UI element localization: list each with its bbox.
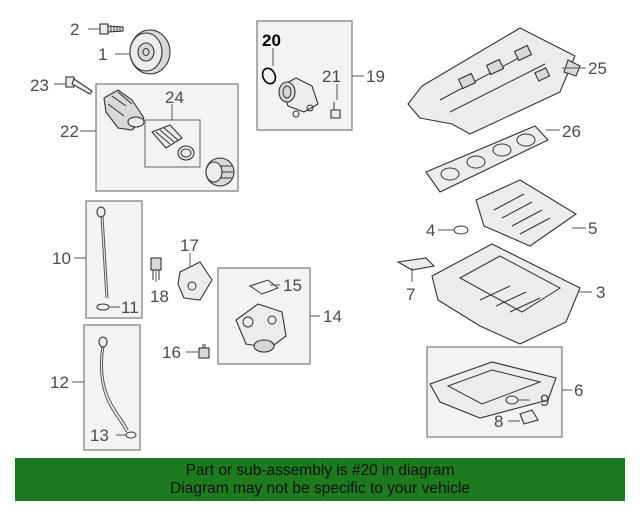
dipstick-part-10 [96,206,109,299]
callout-25: 25 [588,59,607,78]
callout-2: 2 [70,20,79,39]
callout-26: 26 [562,122,581,141]
filter-cap-part [205,157,235,187]
callout-13: 13 [90,426,109,445]
bracket-part-7 [396,257,436,271]
oil-pump-part-14 [235,303,287,353]
bolt-part-2 [99,23,124,35]
callout-16: 16 [162,343,181,362]
oil-pan-upper-part-3 [431,243,581,345]
callout-20: 20 [262,31,281,50]
fitment-banner: Part or sub-assembly is #20 in diagram D… [15,458,625,501]
bracket-part-17 [177,261,213,301]
banner-line-2: Diagram may not be specific to your vehi… [170,480,470,497]
drain-plug-part-8 [519,409,539,425]
callout-3: 3 [596,283,605,302]
baffle-plate-part-5 [475,179,578,247]
callout-4: 4 [426,221,435,240]
water-outlet-part-19 [278,77,319,118]
callout-11: 11 [121,298,139,317]
oil-pan-lower-part-6 [429,361,557,419]
callout-21: 21 [322,67,341,86]
callout-15: 15 [283,276,302,295]
crank-pulley-part-1 [129,29,171,75]
callout-8: 8 [494,412,503,431]
leader-lines [54,28,592,436]
callout-17: 17 [180,236,199,255]
manifold-gasket-part-26 [425,125,549,193]
bolt-part-21 [330,102,341,119]
callout-23: 23 [30,76,49,95]
callout-19: 19 [366,67,385,86]
callout-18: 18 [150,287,169,306]
banner-line-1: Part or sub-assembly is #20 in diagram [185,462,455,479]
group-box-12 [83,324,141,451]
dipstick-tube-part-12 [98,336,129,433]
callout-10: 10 [52,249,71,268]
o-ring-part-4 [453,225,469,235]
callout-1: 1 [98,45,107,64]
gasket-part-15 [248,279,279,295]
callout-22: 22 [60,122,79,141]
callout-6: 6 [574,381,583,400]
callout-5: 5 [588,219,597,238]
oil-filter-part-24 [151,124,195,161]
callout-9: 9 [540,391,549,410]
oil-filter-housing-part-22 [103,89,145,131]
callout-7: 7 [406,285,415,304]
callout-14: 14 [323,307,342,326]
callout-12: 12 [50,373,69,392]
callout-24: 24 [165,88,184,107]
o-ring-part-20 [261,67,277,85]
intake-manifold-part-25 [407,27,581,135]
group-box-10 [85,200,143,319]
gasket-part-9 [505,395,519,405]
bolt-part-16 [198,344,210,359]
bolt-part-23 [65,76,93,95]
